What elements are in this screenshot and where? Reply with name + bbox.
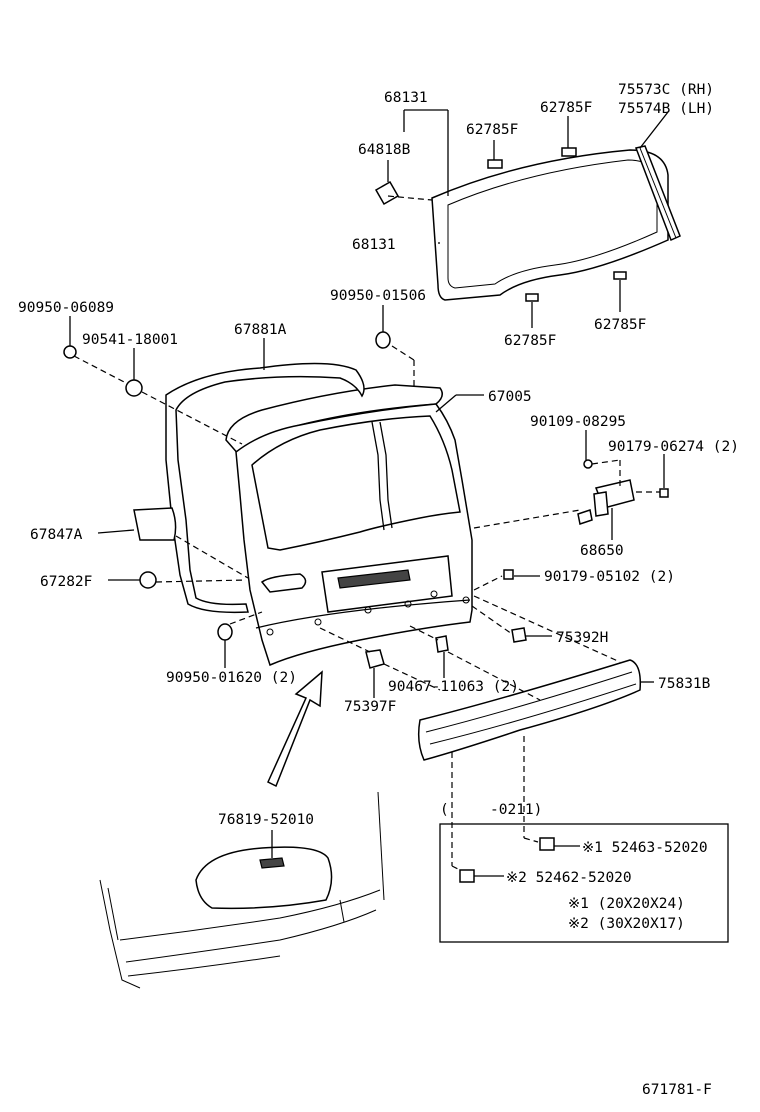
label-75392h: 75392H [556,630,608,646]
label-62785f-a: 62785F [466,122,518,138]
label-90467-11063: 90467-11063 (2) [388,679,519,695]
hinge-68650 [577,459,669,525]
part-labels: 68131 75573C (RH) 75574B (LH) 62785F 627… [18,82,739,1098]
label-52463-52020: ※1 52463-52020 [582,840,708,856]
nut-90179-05102 [503,569,514,580]
plug-90950-01620 [217,623,233,641]
clip-62785f-top-right [561,147,577,157]
cover-67847a [133,507,177,541]
label-62785f-d: 62785F [594,317,646,333]
leader-lines [69,109,669,858]
assembly-dashed-lines [73,195,660,871]
inset-box [439,823,729,943]
label-75831b: 75831B [658,676,711,692]
label-64818b: 64818B [358,142,411,158]
garnish-75831b [417,659,642,761]
door-weatherstrip [165,362,365,614]
label-75573c: 75573C (RH) [618,82,714,98]
label-90950-01506: 90950-01506 [330,288,426,304]
label-62785f-c: 62785F [504,333,556,349]
clip-62785f-top-left [487,159,503,169]
moulding-strip [634,145,681,242]
label-67881a: 67881A [234,322,287,338]
clip-75392h [511,627,527,643]
pad-52463-52020 [539,837,555,851]
label-90109-08295: 90109-08295 [530,414,626,430]
label-76819-52010: 76819-52010 [218,812,314,828]
label-90950-01620: 90950-01620 (2) [166,670,297,686]
drawing-id: 671781-F [642,1082,712,1098]
plug-90950-01506 [375,331,391,349]
label-67005: 67005 [488,389,532,405]
label-67847a: 67847A [30,527,83,543]
label-90179-05102: 90179-05102 (2) [544,569,675,585]
label-52462-52020: ※2 52462-52020 [506,870,632,886]
cushion-90541-18001 [125,379,143,397]
label-range-open: ( [440,802,449,818]
label-75574b: 75574B (LH) [618,101,714,117]
label-67282f: 67282F [40,574,92,590]
label-90950-06089: 90950-06089 [18,300,114,316]
direction-arrow [267,670,323,788]
stopper-67282f [139,571,157,589]
clip-75397f [365,649,385,669]
label-62785f-b: 62785F [540,100,592,116]
part-64818b [374,180,400,206]
label-note1: ※1 (20X20X24) [568,896,685,912]
clip-62785f-bottom-left [525,293,539,302]
vehicle-rear-view [99,791,385,989]
label-75397f: 75397F [344,699,396,715]
label-90541-18001: 90541-18001 [82,332,178,348]
label-68131-top: 68131 [384,90,428,106]
back-door-panel [225,384,473,667]
label-90179-06274: 90179-06274 (2) [608,439,739,455]
clip-90467-11063 [435,635,449,653]
label-note2: ※2 (30X20X17) [568,916,685,932]
label-68131-side: 68131 [352,237,396,253]
clip-62785f-bottom-right [613,271,627,280]
label-68650: 68650 [580,543,624,559]
pad-52462-52020 [459,869,475,883]
label-range-end: -0211) [490,802,542,818]
back-window-glass [431,149,669,301]
